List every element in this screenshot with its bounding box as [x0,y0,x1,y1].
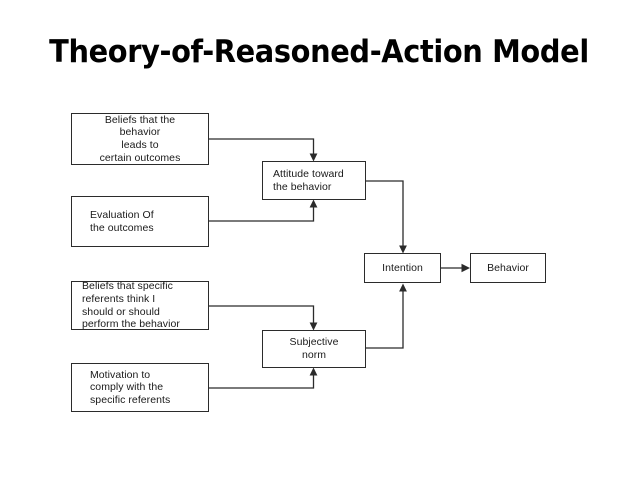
edge-beliefs-referents-to-norm [209,305,318,331]
node-intention[interactable]: Intention [364,253,441,283]
node-label: Attitude toward the behavior [273,167,344,193]
edge-beliefs-outcomes-to-attitude [209,138,318,162]
node-label: Beliefs that the behavior leads to certa… [99,113,181,164]
node-label: Behavior [487,261,529,274]
edge-attitude-to-intention [366,180,407,254]
edge-evaluation-to-attitude [209,199,318,222]
node-beliefs-that-specific-referents-think[interactable]: Beliefs that specific referents think I … [71,280,209,331]
node-subjective-norm[interactable]: Subjective norm [262,330,366,368]
node-motivation-to-comply[interactable]: Motivation to comply with the specific r… [71,363,209,412]
node-attitude-toward-the-behavior[interactable]: Attitude toward the behavior [262,161,366,200]
node-beliefs-that-behavior-leads-to-outcomes[interactable]: Beliefs that the behavior leads to certa… [71,113,209,165]
edge-norm-to-intention [366,283,407,349]
node-label: Beliefs that specific referents think I … [82,280,180,331]
node-evaluation-of-the-outcomes[interactable]: Evaluation Of the outcomes [71,196,209,247]
node-label: Subjective norm [289,336,339,361]
node-label: Motivation to comply with the specific r… [90,368,171,406]
node-behavior[interactable]: Behavior [470,253,546,283]
page-title: Theory-of-Reasoned-Action Model [49,34,589,70]
node-label: Evaluation Of the outcomes [90,208,154,234]
edge-motivation-to-norm [209,367,318,389]
edge-intention-to-behavior [441,263,470,273]
node-label: Intention [382,261,423,274]
